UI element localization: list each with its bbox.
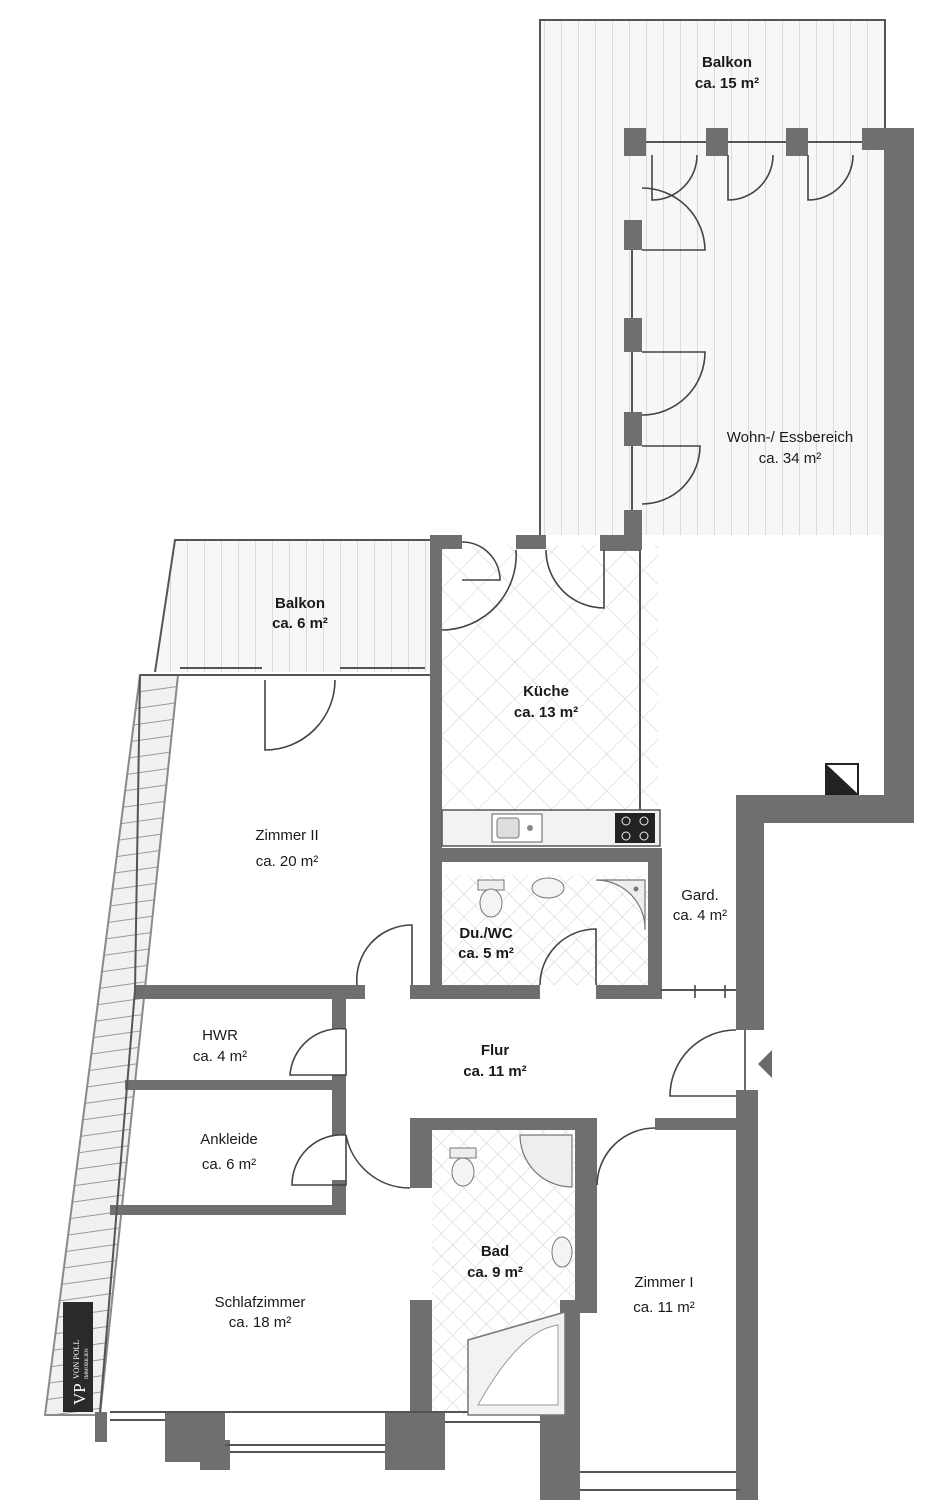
- room-name-hwr: HWR: [202, 1027, 238, 1044]
- room-area-bad: ca. 9 m²: [467, 1264, 523, 1281]
- room-name-duwc: Du./WC: [459, 925, 512, 942]
- stove-icon: [615, 813, 655, 843]
- room-area-balkon-top: ca. 15 m²: [695, 75, 759, 92]
- kitchen-floor: [438, 545, 658, 810]
- room-name-schlafzimmer: Schlafzimmer: [215, 1294, 306, 1311]
- room-name-balkon-small: Balkon: [275, 595, 325, 612]
- toilet-icon: [477, 879, 505, 918]
- logo: VP VON POLL IMMOBILIEN: [63, 1302, 93, 1412]
- room-name-wohn: Wohn-/ Essbereich: [727, 429, 853, 446]
- kitchen-counter: [441, 809, 661, 847]
- bathtub-icon: [467, 1311, 566, 1416]
- room-area-hwr: ca. 4 m²: [193, 1048, 247, 1065]
- walls: [95, 128, 914, 1500]
- room-name-kueche: Küche: [523, 683, 569, 700]
- room-area-zimmer1: ca. 11 m²: [633, 1299, 694, 1316]
- room-area-balkon-small: ca. 6 m²: [272, 615, 328, 632]
- bath-washbasin-icon: [551, 1236, 573, 1268]
- doors: [264, 154, 854, 1189]
- bath-toilet-icon: [449, 1147, 477, 1187]
- room-area-schlafzimmer: ca. 18 m²: [229, 1314, 292, 1331]
- room-area-zimmer2: ca. 20 m²: [256, 853, 319, 870]
- room-name-ankleide: Ankleide: [200, 1131, 258, 1148]
- shower-icon: [595, 879, 646, 931]
- room-area-flur: ca. 11 m²: [463, 1063, 526, 1080]
- room-area-kueche: ca. 13 m²: [514, 704, 578, 721]
- room-area-garderobe: ca. 4 m²: [673, 907, 727, 924]
- chimney-icon: [825, 763, 859, 795]
- bath-shower-icon: [519, 1134, 573, 1188]
- room-name-garderobe: Gard.: [681, 887, 719, 904]
- logo-mark: VP: [70, 1383, 89, 1405]
- room-labels: Balkon ca. 15 m² Wohn-/ Essbereich ca. 3…: [193, 54, 853, 1331]
- room-area-duwc: ca. 5 m²: [458, 945, 514, 962]
- logo-text: VON POLL: [72, 1340, 81, 1379]
- windows: [110, 141, 862, 1473]
- entrance-arrow-icon: [758, 1050, 772, 1078]
- room-name-flur: Flur: [481, 1042, 509, 1059]
- balcony-top: [539, 19, 886, 540]
- room-name-zimmer1: Zimmer I: [634, 1274, 693, 1291]
- sink-icon: [491, 813, 543, 843]
- room-area-wohn: ca. 34 m²: [759, 450, 822, 467]
- washbasin-icon: [531, 877, 565, 899]
- room-name-balkon-top: Balkon: [702, 54, 752, 71]
- logo-subtext: IMMOBILIEN: [85, 1348, 90, 1379]
- room-name-zimmer2: Zimmer II: [255, 827, 318, 844]
- room-area-ankleide: ca. 6 m²: [202, 1156, 256, 1173]
- room-name-bad: Bad: [481, 1243, 509, 1260]
- balcony-small: [154, 539, 432, 673]
